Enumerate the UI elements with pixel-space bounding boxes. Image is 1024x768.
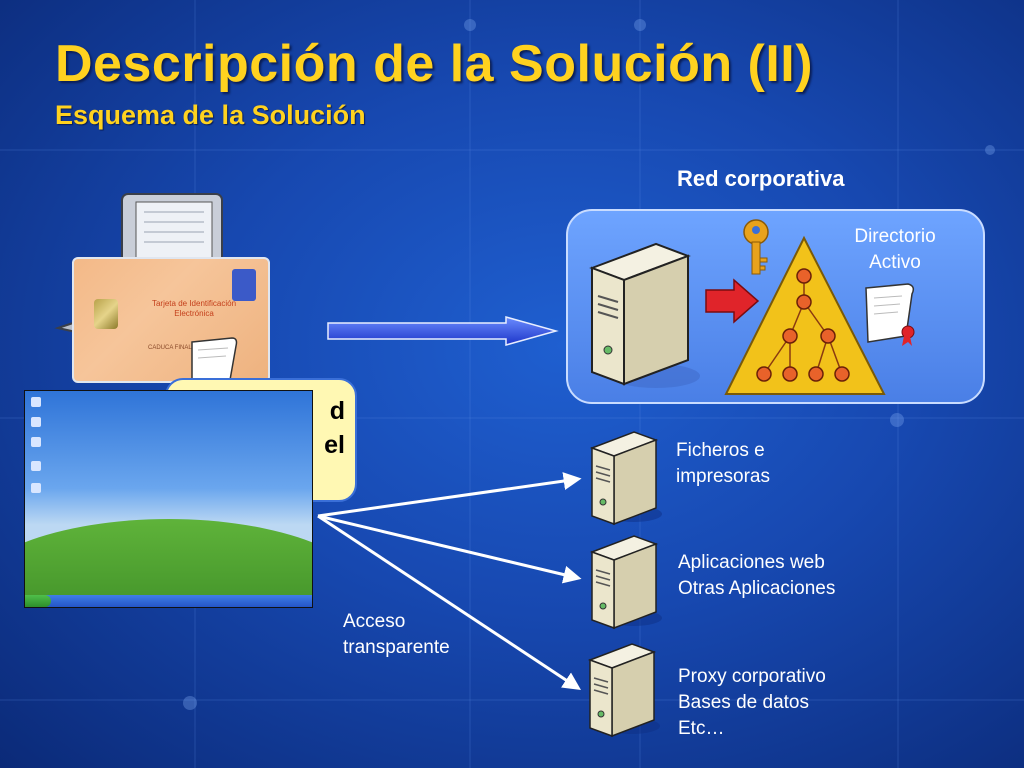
tree-node <box>796 294 812 310</box>
directory-tree <box>724 235 886 395</box>
arrow-to-server-2 <box>317 514 582 584</box>
desktop-hill <box>25 519 312 607</box>
tree-node <box>782 328 798 344</box>
callout-fragment: d <box>329 397 345 425</box>
server-label-line: Proxy corporativo <box>678 666 826 687</box>
callout-fragment: el <box>324 431 345 459</box>
directory-label-line: Directorio <box>854 226 936 247</box>
desktop-icon[interactable] <box>31 417 41 427</box>
callout-text: d el <box>324 394 345 462</box>
tree-node <box>796 268 812 284</box>
desktop-icon[interactable] <box>31 397 41 407</box>
tree-node <box>808 366 824 382</box>
access-label-line: Acceso <box>343 611 406 632</box>
desktop-icon[interactable] <box>31 483 41 493</box>
directory-label: Directorio Activo <box>836 224 954 276</box>
red-arrow <box>705 278 760 324</box>
tree-node <box>820 328 836 344</box>
smart-card-icon: Tarjeta de Identificación Electrónica CA… <box>72 257 270 383</box>
card-small-text: CADUCA FINAL <box>148 345 192 351</box>
tree-node <box>834 366 850 382</box>
desktop-icon[interactable] <box>31 461 41 471</box>
server-icon <box>589 242 700 388</box>
network-label: Red corporativa <box>677 166 845 191</box>
server-label-line: impresoras <box>676 466 770 487</box>
desktop-icon[interactable] <box>31 437 41 447</box>
arrow-to-server-3 <box>317 514 582 690</box>
server-icon <box>589 535 662 630</box>
server-label: Proxy corporativo Bases de datos Etc… <box>678 664 826 742</box>
card-title: Tarjeta de Identificación Electrónica <box>151 299 237 318</box>
directory-label-line: Activo <box>869 252 921 273</box>
card-chip <box>94 299 118 329</box>
certificate-icon <box>865 283 915 346</box>
tree-node <box>756 366 772 382</box>
slide-subtitle: Esquema de la Solución <box>55 100 366 130</box>
server-label: Aplicaciones web Otras Aplicaciones <box>678 550 835 602</box>
tree-node <box>782 366 798 382</box>
taskbar <box>25 595 312 607</box>
server-label-line: Otras Aplicaciones <box>678 578 836 599</box>
access-label-line: transparente <box>343 637 450 658</box>
server-label-line: Ficheros e <box>676 440 765 461</box>
server-label-line: Etc… <box>678 718 725 739</box>
server-label: Ficheros e impresoras <box>676 438 770 490</box>
server-label-line: Aplicaciones web <box>678 552 825 573</box>
server-icon <box>589 431 662 526</box>
slide-title: Descripción de la Solución (II) <box>55 35 814 93</box>
windows-desktop <box>24 390 313 608</box>
server-icon <box>587 643 660 738</box>
start-button[interactable] <box>25 595 51 607</box>
arrow-to-server-1 <box>317 472 582 518</box>
key-icon <box>743 219 769 275</box>
card-emblem <box>232 269 256 301</box>
access-label: Acceso transparente <box>343 609 450 661</box>
scroll-icon <box>191 337 238 385</box>
arrow-to-network <box>327 316 559 346</box>
server-label-line: Bases de datos <box>678 692 809 713</box>
